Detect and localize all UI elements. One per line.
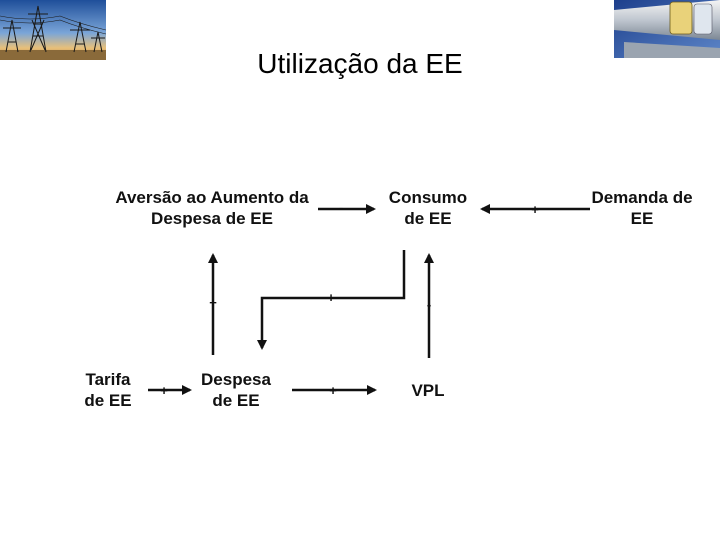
node-aversao-line1: Aversão ao Aumento da — [112, 187, 312, 208]
node-despesa-line2: de EE — [193, 390, 279, 411]
node-aversao-line2: Despesa de EE — [112, 208, 312, 229]
node-vpl-line1: VPL — [400, 380, 456, 401]
node-vpl: VPL — [400, 380, 456, 401]
node-consumo-line2: de EE — [378, 208, 478, 229]
polarity-aversao-consumo: - — [339, 200, 343, 215]
polarity-demanda-consumo: + — [531, 202, 539, 217]
node-demanda: Demanda de EE — [590, 187, 694, 229]
node-consumo: Consumo de EE — [378, 187, 478, 229]
node-tarifa-line2: de EE — [80, 390, 136, 411]
polarity-despesa-vpl: + — [329, 383, 337, 398]
polarity-consumo-despesa: + — [327, 290, 335, 305]
node-demanda-line2: EE — [590, 208, 694, 229]
polarity-despesa-aversao: + — [209, 295, 217, 310]
polarity-tarifa-despesa: + — [160, 383, 168, 398]
node-demanda-line1: Demanda de — [590, 187, 694, 208]
node-tarifa-line1: Tarifa — [80, 369, 136, 390]
node-tarifa: Tarifa de EE — [80, 369, 136, 411]
node-aversao: Aversão ao Aumento da Despesa de EE — [112, 187, 312, 229]
node-despesa: Despesa de EE — [193, 369, 279, 411]
node-despesa-line1: Despesa — [193, 369, 279, 390]
polarity-vpl-consumo: - — [427, 297, 431, 312]
node-consumo-line1: Consumo — [378, 187, 478, 208]
